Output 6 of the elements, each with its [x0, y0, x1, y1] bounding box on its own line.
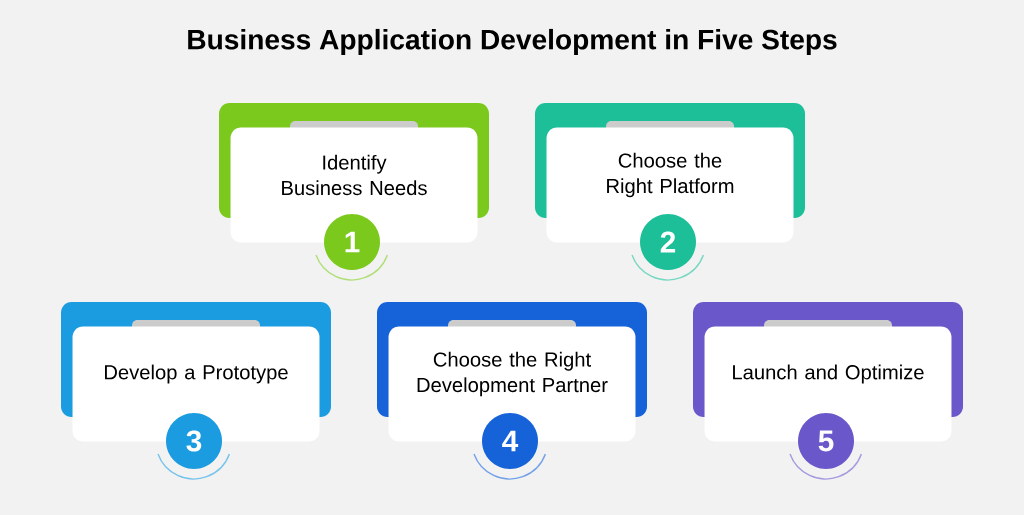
title: Business Application Development in Five Steps — [188, 28, 837, 56]
number-badge: 3 — [157, 413, 231, 480]
number-badge: 1 — [315, 214, 389, 281]
number-badge: 4 — [473, 413, 547, 480]
number-badge: 5 — [789, 413, 863, 480]
number-badge: 2 — [631, 214, 705, 281]
